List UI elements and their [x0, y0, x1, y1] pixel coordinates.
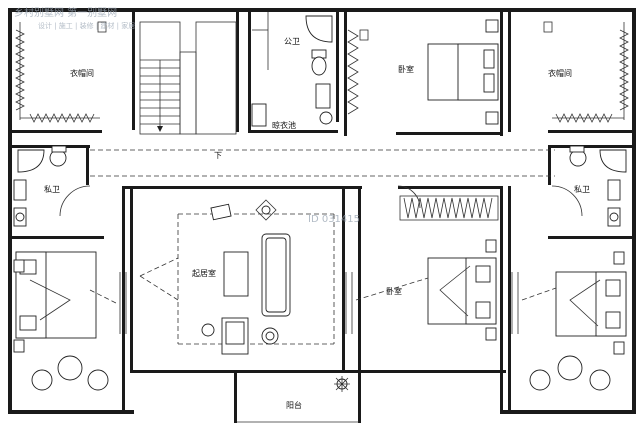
room-bath-right: 私卫: [574, 185, 590, 194]
watermark-top-sub: 设计 | 施工 | 装修 | 建材 | 家居: [38, 21, 135, 30]
bedroom-mid-furniture: [355, 185, 499, 341]
watermark-center: ID 031415: [308, 214, 360, 225]
room-closet-left: 衣帽间: [70, 68, 94, 78]
room-bedroom-mid: 卧室: [386, 286, 402, 296]
bath-left-fixtures: [13, 145, 91, 227]
windows: [119, 272, 519, 423]
room-bath-left: 私卫: [44, 185, 60, 194]
public-bath-fixtures: [251, 12, 333, 127]
room-laundry: 晾衣池: [272, 120, 296, 130]
room-bedroom-top: 卧室: [398, 64, 414, 74]
bedroom-right-furniture: [521, 251, 627, 391]
bedroom-left-furniture: [13, 251, 119, 391]
living-furniture: [139, 199, 291, 355]
room-closet-right: 衣帽间: [548, 68, 572, 78]
bath-right-fixtures: [551, 145, 627, 227]
staircase: [139, 21, 237, 135]
watermark-top: 乡村别墅网 第一别墅网: [14, 6, 117, 19]
room-living: 起居室: [192, 268, 216, 278]
walls: [8, 8, 636, 423]
closet-right-racks: [543, 21, 629, 123]
balcony-plant: [334, 376, 350, 392]
bedroom-top-furniture: [347, 19, 499, 125]
corridor-lines: [90, 149, 555, 345]
room-balcony: 阳台: [286, 400, 302, 410]
closet-left-racks: [15, 21, 107, 123]
stair-down-label: 下: [214, 151, 222, 160]
room-public-bath: 公卫: [284, 37, 300, 46]
